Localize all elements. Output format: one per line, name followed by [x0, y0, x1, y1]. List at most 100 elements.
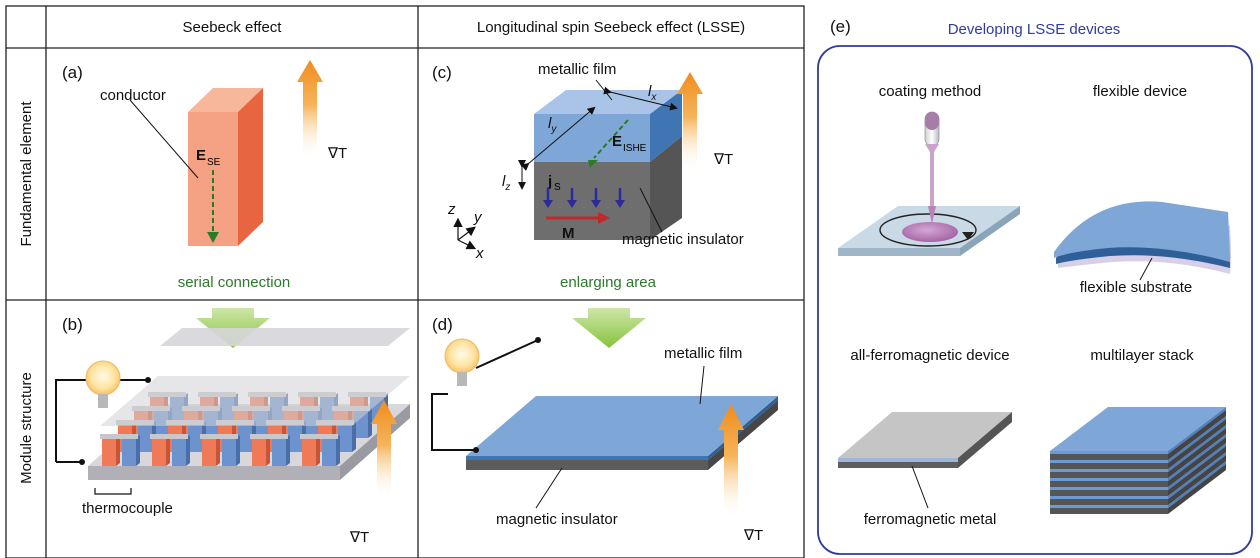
spin-current-arrows — [543, 188, 625, 208]
light-bulb-b — [85, 360, 121, 408]
module-wire — [55, 379, 148, 462]
magnetization-label: M — [562, 225, 575, 242]
stack-layer-film — [1050, 505, 1168, 508]
p-leg — [102, 438, 116, 466]
lz-label: lz — [502, 173, 510, 193]
down-arrow-cd — [572, 308, 646, 348]
panel-c-label: (c) — [432, 63, 452, 82]
panel-e-label: (e) — [830, 17, 851, 36]
dim-lx — [603, 86, 678, 111]
all-ferro-label: all-ferromagnetic device — [850, 347, 1009, 364]
stack-top — [1050, 407, 1226, 451]
n-leg — [138, 424, 152, 452]
stack-layer-film-side — [1168, 434, 1226, 481]
magnetic-insulator-leader-c — [639, 187, 663, 233]
ferro-metal-label: ferromagnetic metal — [864, 511, 997, 528]
metallic-film-leader-d — [699, 365, 705, 405]
stack-layer-film-side — [1168, 452, 1226, 499]
stack-layer-film — [1050, 451, 1168, 454]
stack-layer-film-side — [1168, 461, 1226, 508]
dim-ly — [520, 106, 596, 171]
p-leg — [202, 438, 216, 466]
field-se-sub: SE — [207, 157, 221, 168]
coating-method-label: coating method — [879, 83, 982, 100]
gradient-label-a: ∇T — [327, 145, 347, 162]
transition-enlarging-label: enlarging area — [560, 274, 657, 291]
n-leg — [122, 438, 136, 466]
metallic-film-label-c: metallic film — [538, 61, 616, 78]
magnetization-arrowhead — [598, 212, 610, 224]
gradient-arrow-c — [677, 72, 703, 172]
n-leg — [338, 424, 352, 452]
ferro-metal-leader — [911, 465, 929, 509]
table-grid — [5, 5, 805, 558]
leg-side — [136, 435, 140, 466]
stack-layer-film-side — [1168, 407, 1226, 454]
stack-layer-film-side — [1168, 416, 1226, 463]
stack-layer-insulator — [1050, 454, 1168, 460]
n-leg — [172, 438, 186, 466]
stack-layer-insulator — [1050, 490, 1168, 496]
ferro-device — [838, 412, 1012, 468]
n-leg — [238, 424, 252, 452]
conductor-leader — [129, 99, 199, 179]
row-header-module: Module structure — [18, 372, 35, 484]
n-leg — [222, 438, 236, 466]
metallic-film-label-d: metallic film — [664, 345, 742, 362]
leg-side — [186, 435, 190, 466]
field-se-arrowhead — [207, 232, 219, 243]
coating-device — [838, 111, 1020, 256]
flexible-substrate-label: flexible substrate — [1080, 279, 1193, 296]
sheet-wire-top — [475, 339, 539, 369]
axis-y-label: y — [473, 209, 483, 226]
stack-layer-film — [1050, 460, 1168, 463]
leg-side — [216, 435, 220, 466]
sheet-terminal-1 — [473, 447, 479, 453]
field-ishe-arrowhead — [588, 160, 598, 168]
js-sub: S — [554, 182, 561, 193]
leg-side — [316, 435, 320, 466]
stack-layer-insulator-side — [1168, 419, 1226, 469]
electrode — [300, 434, 338, 439]
panel-e-title: Developing LSSE devices — [948, 21, 1121, 38]
stack-layer-film — [1050, 478, 1168, 481]
leg-side — [336, 435, 340, 466]
stack-layer-film-side — [1168, 425, 1226, 472]
conductor-label: conductor — [100, 87, 166, 104]
stack-layer-film — [1050, 487, 1168, 490]
panel-b-label: (b) — [62, 315, 83, 334]
module-top-plate — [100, 376, 410, 426]
leg-side — [236, 435, 240, 466]
leg-side — [166, 435, 170, 466]
gradient-arrow-b — [371, 400, 397, 500]
panel-d-label: (d) — [432, 315, 453, 334]
multilayer-stack — [1050, 407, 1226, 514]
stack-layer-insulator-side — [1168, 446, 1226, 496]
field-ishe-arrow — [593, 119, 629, 159]
sheet-wire — [431, 393, 476, 451]
stack-layer-insulator-side — [1168, 410, 1226, 460]
col-header-lsse: Longitudinal spin Seebeck effect (LSSE) — [477, 19, 745, 36]
flexible-device — [1054, 201, 1231, 274]
conductor-block — [188, 88, 263, 246]
electrode — [250, 434, 288, 439]
leg-side — [116, 435, 120, 466]
stack-layer-film — [1050, 496, 1168, 499]
lx-label: lx — [648, 83, 657, 103]
gradient-arrow-a — [297, 60, 323, 160]
multilayer-label: multilayer stack — [1090, 347, 1194, 364]
stack-layer-insulator — [1050, 508, 1168, 514]
leg-side — [286, 435, 290, 466]
stack-layer-insulator — [1050, 499, 1168, 505]
thermocouple-bracket — [94, 488, 132, 495]
js-label: j — [547, 173, 552, 190]
magnetic-insulator-label-d: magnetic insulator — [496, 511, 618, 528]
flexible-device-label: flexible device — [1093, 83, 1187, 100]
transition-serial-label: serial connection — [178, 274, 291, 291]
stack-layer-insulator — [1050, 463, 1168, 469]
stack-layer-insulator-side — [1168, 464, 1226, 514]
p-leg — [252, 438, 266, 466]
panel-a-label: (a) — [62, 63, 83, 82]
p-leg — [302, 438, 316, 466]
coordinate-axes — [453, 217, 477, 250]
